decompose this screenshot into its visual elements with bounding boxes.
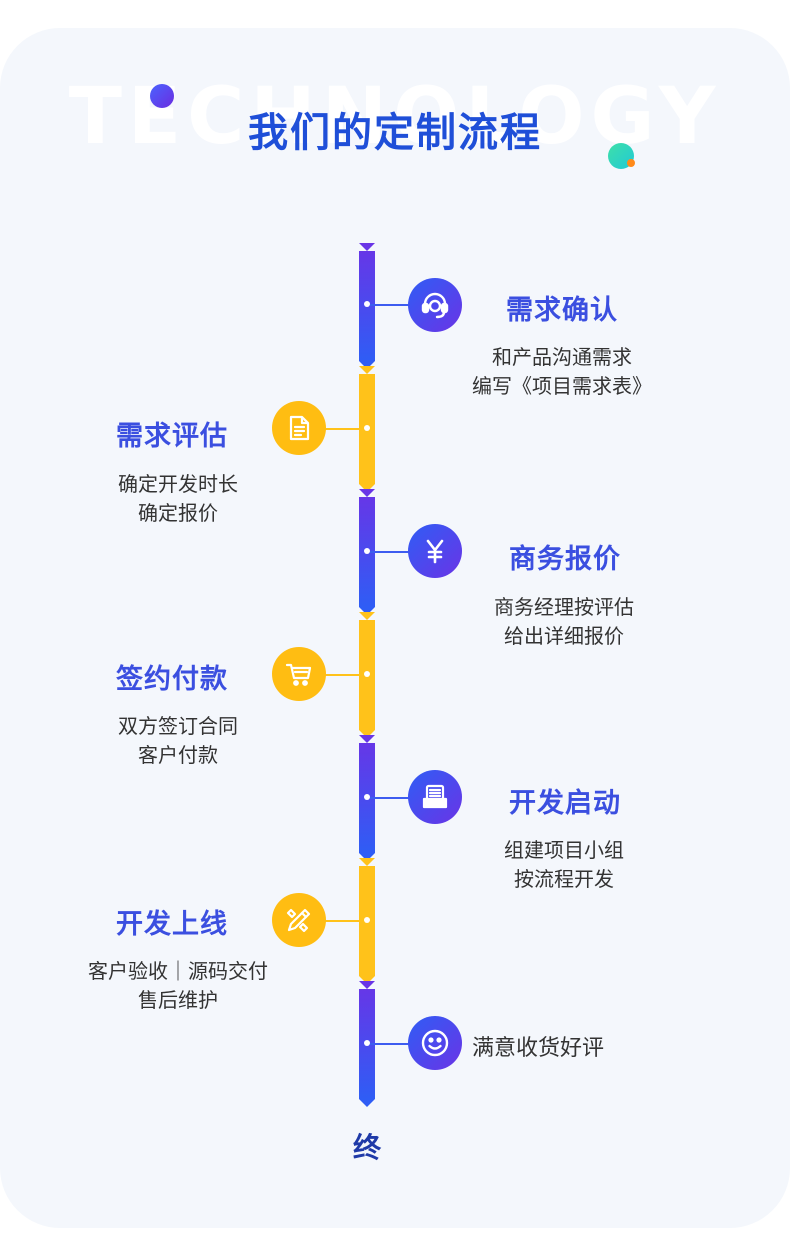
step-desc-go-live: 客户验收｜源码交付 售后维护 (38, 957, 318, 1015)
desc-line: 组建项目小组 (504, 838, 624, 862)
step-title-business-quote: 商务报价 (509, 544, 621, 575)
connector-line (325, 428, 361, 430)
connector-line (325, 920, 361, 922)
yen-icon (408, 524, 462, 578)
step-desc-requirement-confirm: 和产品沟通需求 编写《项目需求表》 (432, 343, 692, 401)
step-desc-business-quote: 商务经理按评估 给出详细报价 (444, 593, 684, 651)
timeline-node (364, 1040, 370, 1046)
timeline-node (364, 671, 370, 677)
document-icon (272, 401, 326, 455)
desc-line: 按流程开发 (514, 867, 614, 891)
decor-dot-purple (150, 84, 174, 108)
desc-line: 给出详细报价 (504, 624, 624, 648)
connector-line (370, 797, 410, 799)
page-title: 我们的定制流程 (248, 110, 542, 156)
step-title-requirement-confirm: 需求确认 (506, 295, 618, 326)
desc-line: 和产品沟通需求 (492, 345, 632, 369)
desc-line: 售后维护 (138, 988, 218, 1012)
timeline-node (364, 548, 370, 554)
step-title-go-live: 开发上线 (116, 909, 228, 940)
desc-line: 客户验收｜源码交付 (88, 959, 268, 983)
connector-line (370, 1043, 410, 1045)
step-desc-requirement-assess: 确定开发时长 确定报价 (58, 470, 298, 528)
final-step-text: 满意收货好评 (472, 1036, 605, 1061)
server-icon (408, 770, 462, 824)
decor-dot-orange (627, 159, 635, 167)
step-desc-dev-start: 组建项目小组 按流程开发 (444, 836, 684, 894)
connector-line (325, 674, 361, 676)
desc-line: 确定报价 (138, 501, 218, 525)
desc-line: 编写《项目需求表》 (472, 374, 652, 398)
step-title-sign-pay: 签约付款 (116, 664, 228, 695)
timeline-node (364, 917, 370, 923)
tools-icon (272, 893, 326, 947)
step-desc-sign-pay: 双方签订合同 客户付款 (58, 712, 298, 770)
connector-line (370, 551, 410, 553)
timeline-node (364, 301, 370, 307)
desc-line: 确定开发时长 (118, 472, 238, 496)
timeline-node (364, 425, 370, 431)
headset-icon (408, 278, 462, 332)
connector-line (370, 304, 410, 306)
desc-line: 双方签订合同 (118, 714, 238, 738)
background-watermark-word: TECHNOLOGY (68, 72, 722, 162)
desc-line: 商务经理按评估 (494, 595, 634, 619)
step-title-requirement-assess: 需求评估 (116, 421, 228, 452)
desc-line: 客户付款 (138, 743, 218, 767)
timeline-node (364, 794, 370, 800)
process-card (0, 28, 790, 1228)
cart-icon (272, 647, 326, 701)
smile-icon (408, 1016, 462, 1070)
step-title-dev-start: 开发启动 (509, 788, 621, 819)
end-label: 终 (352, 1131, 381, 1164)
